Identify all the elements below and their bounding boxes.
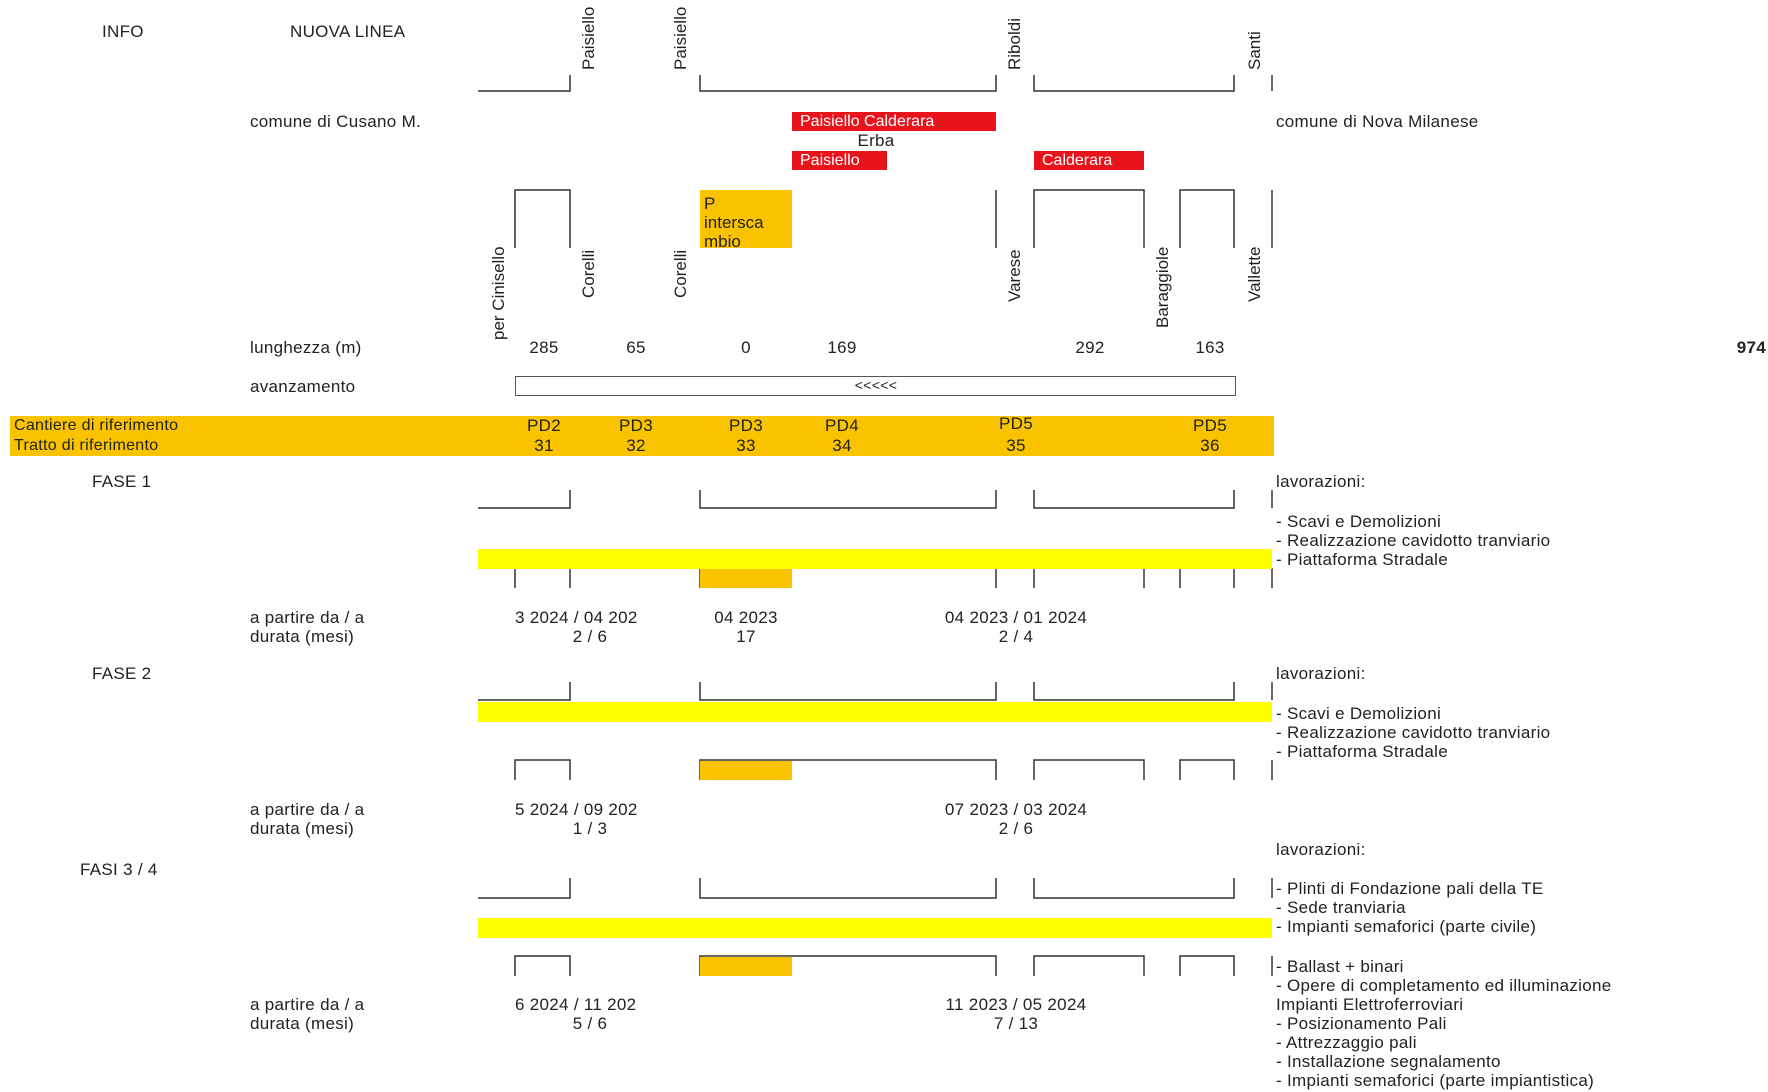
phase3-work-5: - Opere di completamento ed illuminazion… <box>1276 976 1612 995</box>
phase3-duration-label: durata (mesi) <box>250 1014 355 1033</box>
tratto-label: Tratto di riferimento <box>14 437 159 454</box>
cantiere-35: PD5 <box>999 414 1033 433</box>
length-31: 285 <box>529 338 559 357</box>
closure-erba: Erba <box>857 131 895 150</box>
phase3-work-10: - Impianti semaforici (parte impiantisti… <box>1276 1071 1595 1090</box>
phase1-work-1: - Scavi e Demolizioni <box>1276 512 1442 531</box>
closure-row2a: Paisiello <box>792 151 887 170</box>
comune-left: comune di Cusano M. <box>250 112 422 131</box>
phase1-start-label: a partire da / a <box>250 608 365 627</box>
tratto-31: 31 <box>534 436 554 455</box>
phase2-orange-block <box>700 761 792 780</box>
tratto-33: 33 <box>736 436 756 455</box>
street-bottom-corelli-2: Corelli <box>671 249 690 298</box>
phase3-date-a: 6 2024 / 11 202 <box>515 995 637 1014</box>
phase1-date-b: 04 2023 <box>714 608 778 627</box>
phase3-yellow-band <box>478 918 1272 938</box>
phase3-work-3: - Impianti semaforici (parte civile) <box>1276 917 1537 936</box>
street-bottom-corelli-1: Corelli <box>579 249 598 298</box>
tratto-32: 32 <box>626 436 646 455</box>
length-label: lunghezza (m) <box>250 338 362 357</box>
advancement-bar: <<<<< <box>515 376 1236 396</box>
phase3-date-b: 11 2023 / 05 2024 <box>945 995 1087 1014</box>
advancement-label: avanzamento <box>250 377 356 396</box>
phase2-works-label: lavorazioni: <box>1276 664 1366 683</box>
length-total: 974 <box>1736 338 1766 357</box>
phase1-date-a: 3 2024 / 04 202 <box>515 608 638 627</box>
cantiere-34: PD4 <box>825 416 859 435</box>
phase3-works-label: lavorazioni: <box>1276 840 1366 859</box>
phase2-date-b: 07 2023 / 03 2024 <box>944 800 1088 819</box>
interchange-parking: P intersca mbio <box>700 190 792 251</box>
length-33: 0 <box>741 338 751 357</box>
phase2-date-a: 5 2024 / 09 202 <box>515 800 638 819</box>
street-bottom-varese: Varese <box>1005 249 1024 302</box>
cantiere-36: PD5 <box>1193 416 1227 435</box>
phase3-work-4: - Ballast + binari <box>1276 957 1404 976</box>
phase1-duration-label: durata (mesi) <box>250 627 355 646</box>
cantiere-31: PD2 <box>527 416 561 435</box>
phase1-duration-a: 2 / 6 <box>572 627 608 646</box>
length-36: 163 <box>1195 338 1225 357</box>
phase2-work-2: - Realizzazione cavidotto tranviario <box>1276 723 1551 742</box>
reference-band <box>10 416 1274 456</box>
phase2-start-label: a partire da / a <box>250 800 365 819</box>
phase2-title: FASE 2 <box>92 664 152 683</box>
phase3-work-6: Impianti Elettroferroviari <box>1276 995 1464 1014</box>
info-label: INFO <box>102 22 144 41</box>
phase3-orange-block <box>700 957 792 976</box>
closure-row2b: Calderara <box>1034 151 1144 170</box>
new-line-label: NUOVA LINEA <box>290 22 406 41</box>
closure-row1-text: Paisiello Calderara <box>800 113 935 130</box>
cantiere-33: PD3 <box>729 416 763 435</box>
phase2-yellow-band <box>478 702 1272 722</box>
phase3-work-7: - Posizionamento Pali <box>1276 1014 1447 1033</box>
phase3-work-1: - Plinti di Fondazione pali della TE <box>1276 879 1544 898</box>
phase1-duration-b: 17 <box>736 627 756 646</box>
comune-right: comune di Nova Milanese <box>1276 112 1479 131</box>
cantiere-32: PD3 <box>619 416 653 435</box>
phase1-date-c: 04 2023 / 01 2024 <box>944 608 1088 627</box>
cantiere-label: Cantiere di riferimento <box>14 417 179 434</box>
phase2-duration-b: 2 / 6 <box>998 819 1034 838</box>
length-32: 65 <box>626 338 646 357</box>
tratto-35: 35 <box>1006 436 1026 455</box>
phase3-work-9: - Installazione segnalamento <box>1276 1052 1501 1071</box>
tratto-34: 34 <box>832 436 852 455</box>
closure-row2a-text: Paisiello <box>800 152 860 169</box>
street-bottom-baraggiole: Baraggiole <box>1153 246 1172 328</box>
length-35: 292 <box>1075 338 1105 357</box>
phase2-duration-label: durata (mesi) <box>250 819 355 838</box>
phase3-duration-a: 5 / 6 <box>572 1014 608 1033</box>
phase3-duration-b: 7 / 13 <box>993 1014 1039 1033</box>
phase3-title: FASI 3 / 4 <box>80 860 158 879</box>
phase2-work-1: - Scavi e Demolizioni <box>1276 704 1442 723</box>
phase1-works-label: lavorazioni: <box>1276 472 1366 491</box>
phase1-yellow-band <box>478 549 1272 569</box>
phase1-duration-c: 2 / 4 <box>998 627 1034 646</box>
phase1-work-3: - Piattaforma Stradale <box>1276 550 1448 569</box>
phase3-work-8: - Attrezzaggio pali <box>1276 1033 1417 1052</box>
tratto-36: 36 <box>1200 436 1220 455</box>
phase2-work-3: - Piattaforma Stradale <box>1276 742 1448 761</box>
phase3-start-label: a partire da / a <box>250 995 365 1014</box>
length-34: 169 <box>827 338 857 357</box>
street-bottom-vallette: Vallette <box>1245 246 1264 302</box>
phase3-work-2: - Sede tranviaria <box>1276 898 1406 917</box>
closure-row2b-text: Calderara <box>1042 152 1113 169</box>
phase1-orange-block <box>700 569 792 588</box>
closure-row1: Paisiello Calderara <box>792 112 996 131</box>
phase1-work-2: - Realizzazione cavidotto tranviario <box>1276 531 1551 550</box>
phase1-title: FASE 1 <box>92 472 152 491</box>
phase2-duration-a: 1 / 3 <box>572 819 608 838</box>
advancement-arrow: <<<<< <box>854 377 898 393</box>
street-bottom-per-cinisello: per Cinisello <box>489 246 508 340</box>
